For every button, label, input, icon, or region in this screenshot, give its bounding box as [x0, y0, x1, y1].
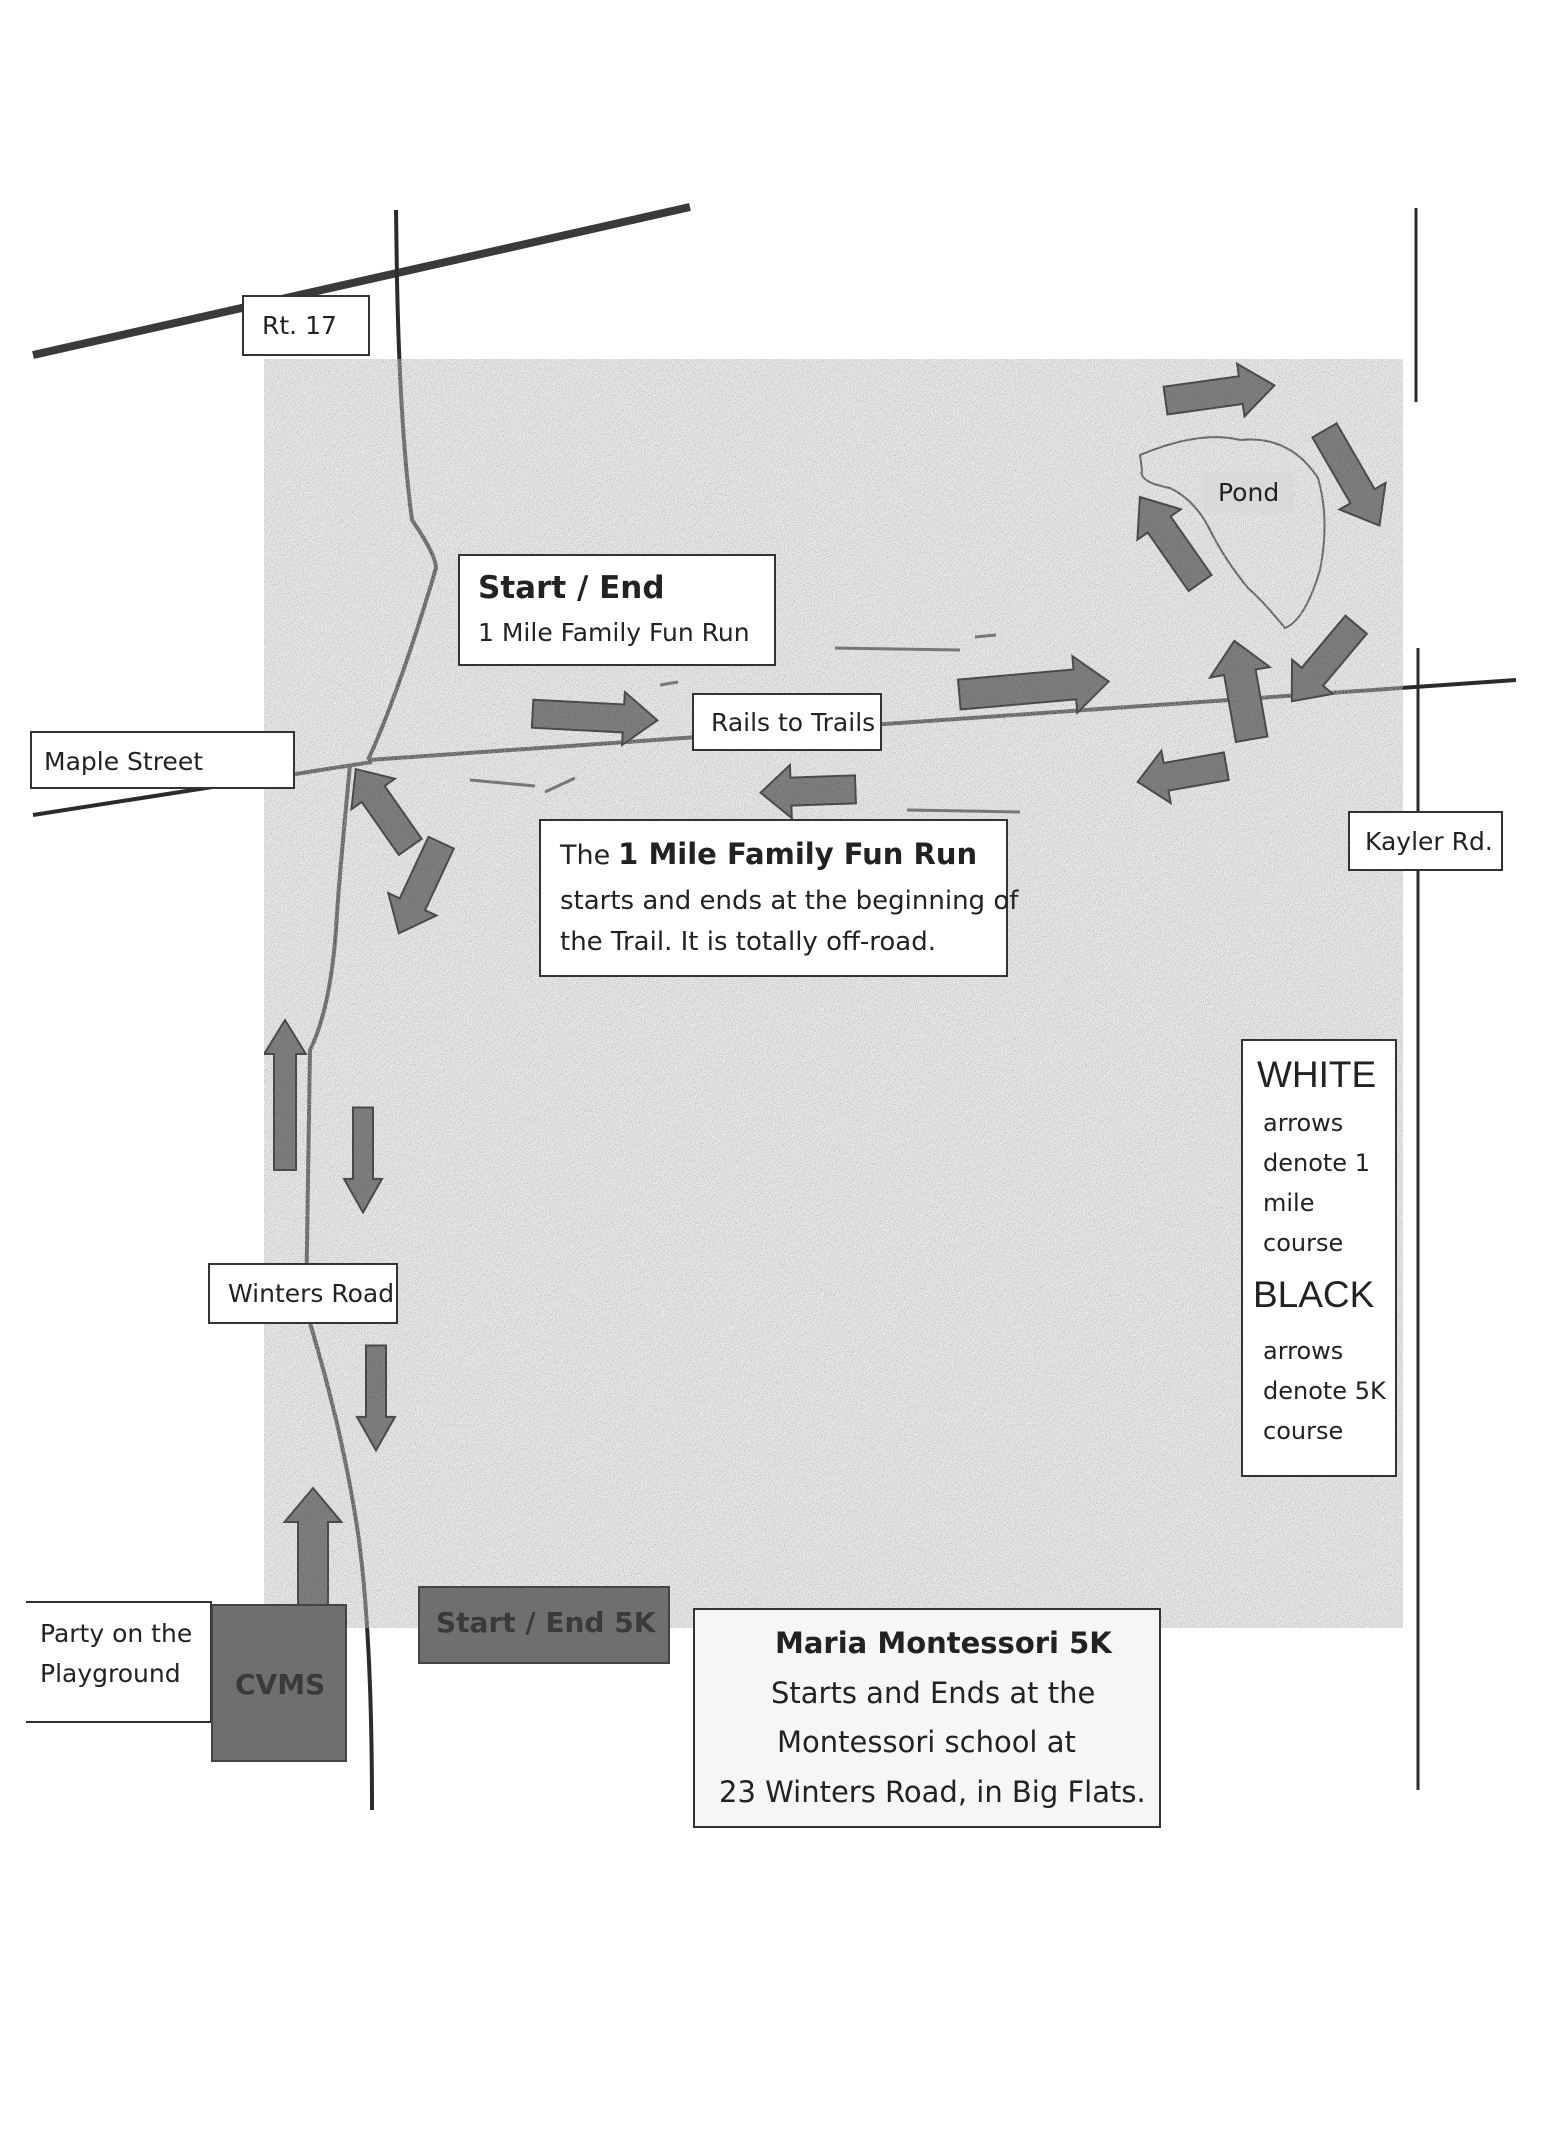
legend-black-line: denote 5K: [1263, 1377, 1386, 1405]
rails-to-trails-label: Rails to Trails: [692, 693, 882, 751]
kayler-rd-label: Kayler Rd.: [1348, 811, 1503, 871]
winters-road: [303, 764, 374, 1811]
rt17-label: Rt. 17: [242, 295, 370, 356]
start-5k-box: Start / End 5K: [418, 1586, 670, 1664]
course-arrow: [386, 835, 456, 935]
winters-road-label: Winters Road: [208, 1263, 398, 1324]
legend-white-line: denote 1: [1263, 1149, 1370, 1177]
course-arrow: [1162, 361, 1277, 419]
legend-white-line: arrows: [1263, 1109, 1344, 1137]
cvms-school-box: CVMS: [211, 1604, 347, 1762]
legend-white-line: course: [1263, 1229, 1344, 1257]
course-arrow: [1136, 495, 1213, 593]
legend-black-line: course: [1263, 1417, 1344, 1445]
course-arrow: [759, 762, 857, 821]
maple-street-label: Maple Street: [30, 731, 295, 789]
trail-marks: [469, 633, 1021, 814]
course-arrow: [1136, 748, 1230, 806]
course-arrow: [1207, 639, 1273, 744]
course-arrow: [530, 689, 660, 748]
pond-outline: [1138, 436, 1326, 630]
rt17-road: [32, 203, 691, 359]
montessori-info-box: Maria Montessori 5K Starts and Ends at t…: [693, 1608, 1161, 1828]
party-box: Party on the Playground: [26, 1601, 212, 1723]
course-arrow: [355, 1344, 397, 1453]
course-arrow: [350, 767, 424, 857]
course-arrow: [1290, 614, 1369, 703]
legend-black-line: arrows: [1263, 1337, 1344, 1365]
course-arrow: [262, 1018, 308, 1171]
main-road-north: [366, 209, 439, 761]
course-arrow: [342, 1106, 384, 1215]
course-arrow: [1311, 422, 1387, 528]
legend-box: WHITE arrows denote 1 mile course BLACK …: [1241, 1039, 1397, 1477]
course-arrow: [956, 653, 1111, 716]
legend-white-line: mile: [1263, 1189, 1315, 1217]
family-run-note-box: The 1 Mile Family Fun Run starts and end…: [539, 819, 1018, 977]
pond-label: Pond: [1204, 472, 1294, 513]
family-run-start-box: Start / End 1 Mile Family Fun Run: [458, 554, 776, 666]
